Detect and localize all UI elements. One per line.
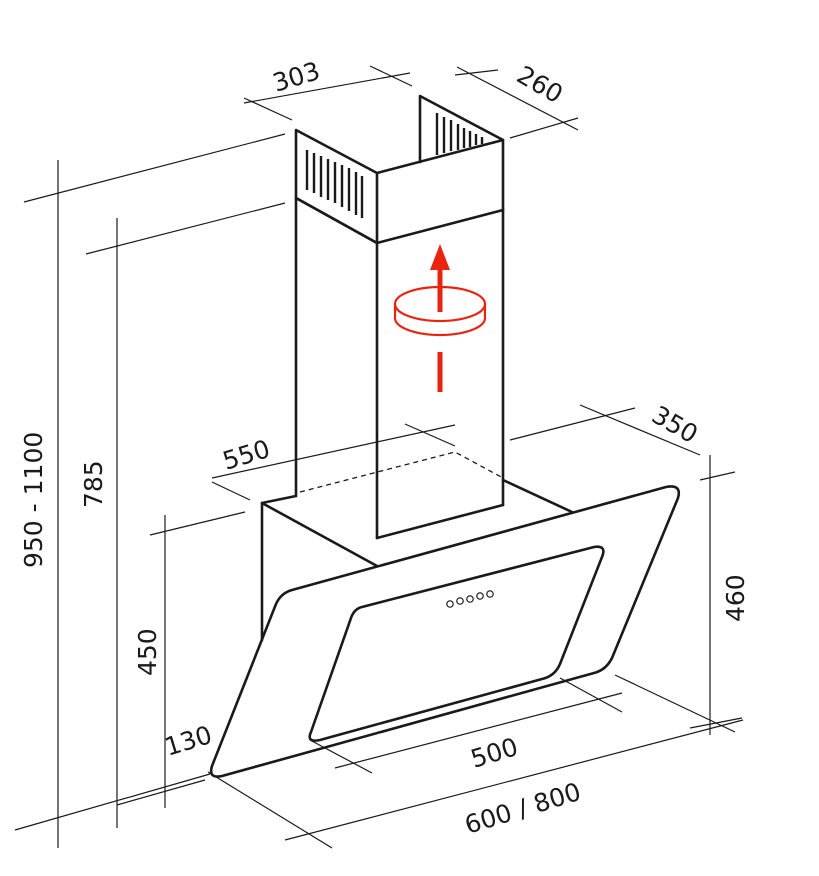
dim-canopy-depth: 350	[647, 400, 703, 449]
glass-inner-window	[308, 545, 605, 742]
dim-chimney-width: 303	[269, 56, 323, 98]
dimension-lines	[14, 65, 744, 849]
dim-total-height: 950 - 1100	[19, 432, 48, 568]
vent-slots-left	[305, 150, 364, 218]
dim-inner-width: 500	[467, 732, 521, 774]
dim-body-height: 450	[133, 628, 162, 676]
chimney-upper	[294, 94, 505, 245]
dim-canopy-depth-top: 550	[219, 434, 273, 476]
fan-airflow-icon	[393, 244, 487, 392]
dim-glass-height: 460	[721, 574, 750, 622]
control-buttons	[446, 590, 494, 608]
chimney-lower	[294, 196, 505, 540]
dim-chimney-depth: 260	[512, 60, 568, 109]
canopy-body	[260, 478, 574, 642]
dim-hood-width: 600 / 800	[461, 777, 584, 840]
vent-slots-back	[435, 113, 484, 155]
glass-panel	[209, 485, 681, 778]
dim-chimney-height: 785	[79, 460, 108, 508]
dim-bottom-offset: 130	[161, 720, 215, 762]
